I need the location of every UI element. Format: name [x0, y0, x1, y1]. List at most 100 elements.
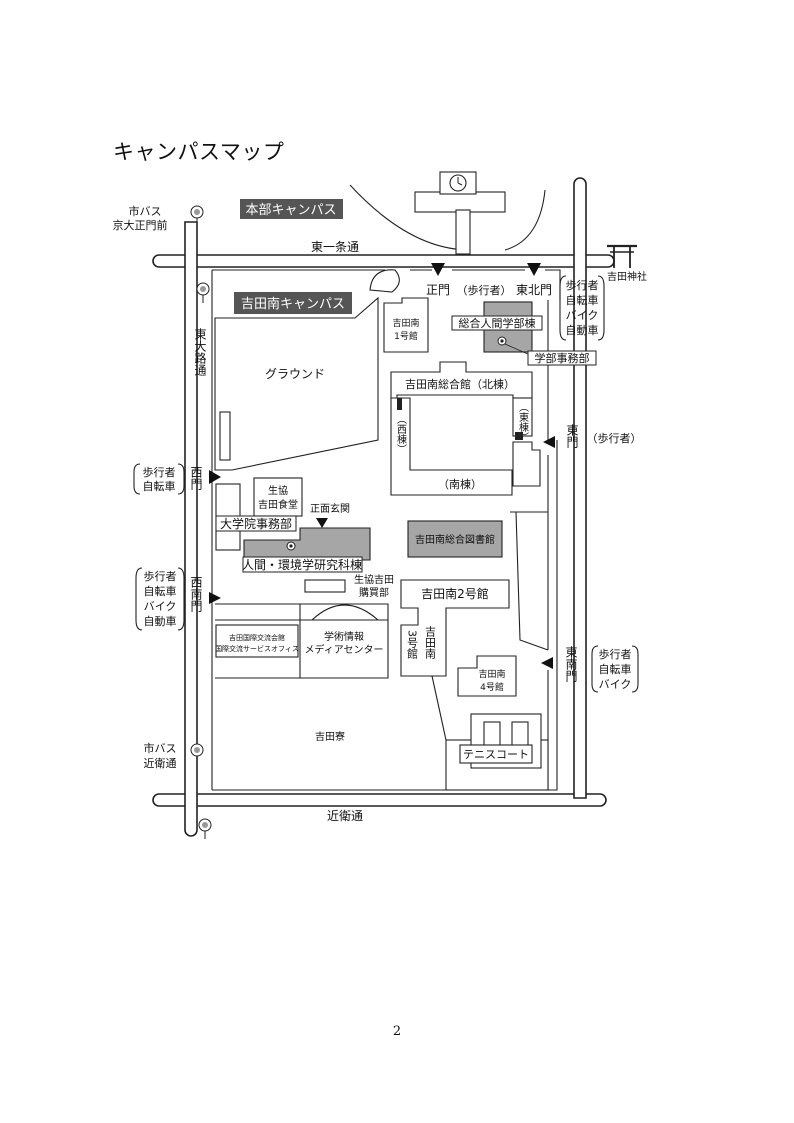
- east-road: [573, 177, 587, 799]
- page-title: キャンパスマップ: [113, 140, 285, 164]
- page-number: 2: [392, 1024, 402, 1039]
- yoshida-south-1-line1: 吉田南: [392, 317, 419, 329]
- konoe-road: [152, 793, 607, 807]
- access-west: 歩行者 自転車: [133, 463, 185, 495]
- seinan-gate-arrow-icon: [209, 592, 221, 604]
- grad-office-label: 大学院事務部: [220, 516, 292, 531]
- torii-icon: [607, 244, 637, 268]
- intl-line1: 吉田国際交流会館: [229, 633, 285, 642]
- svg-text:自転車: 自転車: [143, 479, 176, 493]
- faculty-human-label: 総合人間学部棟: [459, 316, 536, 330]
- honbu-arc-right: [504, 189, 546, 251]
- svg-text:歩行者: 歩行者: [566, 278, 599, 292]
- svg-text:自動車: 自動車: [144, 614, 177, 628]
- seimon-label: 正門: [426, 283, 450, 297]
- office-marker-icon: [497, 336, 507, 346]
- svg-text:歩行者: 歩行者: [144, 569, 177, 583]
- coop-shop-line2: 購買部: [359, 586, 389, 599]
- svg-text:バイク: バイク: [144, 600, 177, 613]
- office-leader-line: [504, 343, 531, 356]
- shrine-label: 吉田神社: [607, 270, 647, 283]
- bus-stop-north-icon: [190, 205, 204, 226]
- yoshida-south-3-b: 3号館: [406, 630, 419, 660]
- higashi-oji-road: [184, 221, 198, 837]
- west-wing-entrance: [397, 398, 402, 410]
- yoshida-dorm-label: 吉田寮: [315, 730, 345, 743]
- svg-text:バイク: バイク: [566, 309, 599, 322]
- seinan-gate-label: 西南門: [189, 576, 203, 612]
- bus-stop-south-icon: [190, 743, 204, 764]
- svg-text:歩行者: 歩行者: [599, 647, 632, 661]
- grad-office-label-box: [215, 515, 297, 532]
- coop-cafeteria-building: [253, 477, 303, 517]
- intl-exchange-building: [215, 624, 299, 658]
- faculty-human-label-box: [451, 315, 543, 331]
- svg-text:自転車: 自転車: [144, 584, 177, 598]
- yoshida-south-2-label: 吉田南2号館: [421, 586, 489, 601]
- nishi-gate-arrow-icon: [209, 470, 221, 484]
- svg-text:歩行者: 歩行者: [143, 465, 176, 479]
- sougoukan-east-annex: [512, 441, 541, 487]
- clock-icon: [449, 174, 467, 192]
- konoe-label: 近衛通: [327, 809, 363, 823]
- pond-feature: [369, 269, 400, 293]
- higashi-nan-gate-arrow-icon: [541, 657, 553, 669]
- bus-stop-south-line2: 近衛通: [144, 757, 177, 770]
- front-entrance-arrow-icon: [316, 518, 328, 528]
- south-wing-label: （南棟）: [438, 477, 482, 491]
- higashi-ichijo-road: [152, 254, 615, 268]
- honbu-campus-label-box: [240, 199, 343, 219]
- higashi-gate-label: 東門: [565, 424, 579, 448]
- grad-school-label-box: [242, 556, 363, 573]
- ground-area: [214, 296, 379, 471]
- east-path: [510, 511, 549, 651]
- faculty-office-label: 学部事務部: [535, 351, 590, 365]
- coop-shop-building: [304, 579, 346, 593]
- library-building: [407, 520, 503, 558]
- yoshida-south-1-building: [383, 297, 429, 353]
- east-wing-entrance: [515, 432, 523, 440]
- front-entrance-label: 正面玄関: [310, 502, 350, 515]
- bus-stop-bottom-icon: [198, 818, 212, 839]
- yoshida-south-2-3-building: [400, 579, 510, 677]
- higashi-oji-label: 東大路通: [193, 328, 207, 376]
- bus-stop-south-line1: 市バス: [144, 741, 177, 755]
- clock-tower-building: [414, 191, 506, 213]
- sougoukan-north-label: 吉田南総合館（北棟）: [405, 377, 515, 391]
- west-wing-label: （西棟）: [395, 414, 407, 454]
- touhoku-arrow-icon: [527, 263, 541, 276]
- grad-school-label: 人間・環境学研究科棟: [242, 557, 362, 572]
- ground-label: グラウンド: [265, 367, 325, 381]
- nishi-gate-label: 西門: [189, 466, 203, 490]
- honbu-campus-label: 本部キャンパス: [245, 203, 336, 218]
- campus-south-fence: [212, 440, 558, 791]
- svg-text:自転車: 自転車: [599, 662, 632, 676]
- yoshida-south-label: 吉田南キャンパス: [241, 296, 345, 312]
- yoshida-south-label-box: [234, 292, 352, 314]
- coop-shop-line1: 生協吉田: [354, 573, 394, 586]
- pedestrian-label: （歩行者）: [457, 283, 512, 297]
- yoshida-south-4-line1: 吉田南: [478, 668, 505, 680]
- seimon-arrow-icon: [431, 263, 445, 276]
- coop-line2: 吉田食堂: [258, 498, 298, 511]
- campus-north-fence: [212, 269, 561, 300]
- yoshida-south-4-line2: 4号館: [480, 681, 504, 693]
- media-line2: メディアセンター: [304, 643, 383, 656]
- svg-text:東大路通: 東大路通: [193, 328, 207, 376]
- tennis-label: テニスコート: [463, 748, 529, 761]
- svg-text:バイク: バイク: [599, 678, 632, 691]
- higashi-gate-arrow-icon: [543, 436, 555, 448]
- coop-line1: 生協: [268, 484, 288, 497]
- touhoku-label: 東北門: [516, 283, 552, 297]
- yoshida-south-1-line2: 1号館: [394, 330, 418, 342]
- yoshida-south-4-building: [457, 655, 517, 697]
- higashi-nan-gate-label: 東南門: [564, 646, 578, 682]
- higashi-ichijo-label: 東一条通: [311, 240, 359, 254]
- bus-stop-north-line1: 市バス: [129, 204, 162, 218]
- library-label: 吉田南総合図書館: [415, 533, 495, 546]
- sougoukan-west-south-wing: [390, 397, 513, 496]
- svg-text:自動車: 自動車: [566, 323, 599, 337]
- intl-line2: 国際交流サービスオフィス: [215, 644, 299, 653]
- access-top-right: 歩行者 自転車 バイク 自動車: [559, 275, 605, 341]
